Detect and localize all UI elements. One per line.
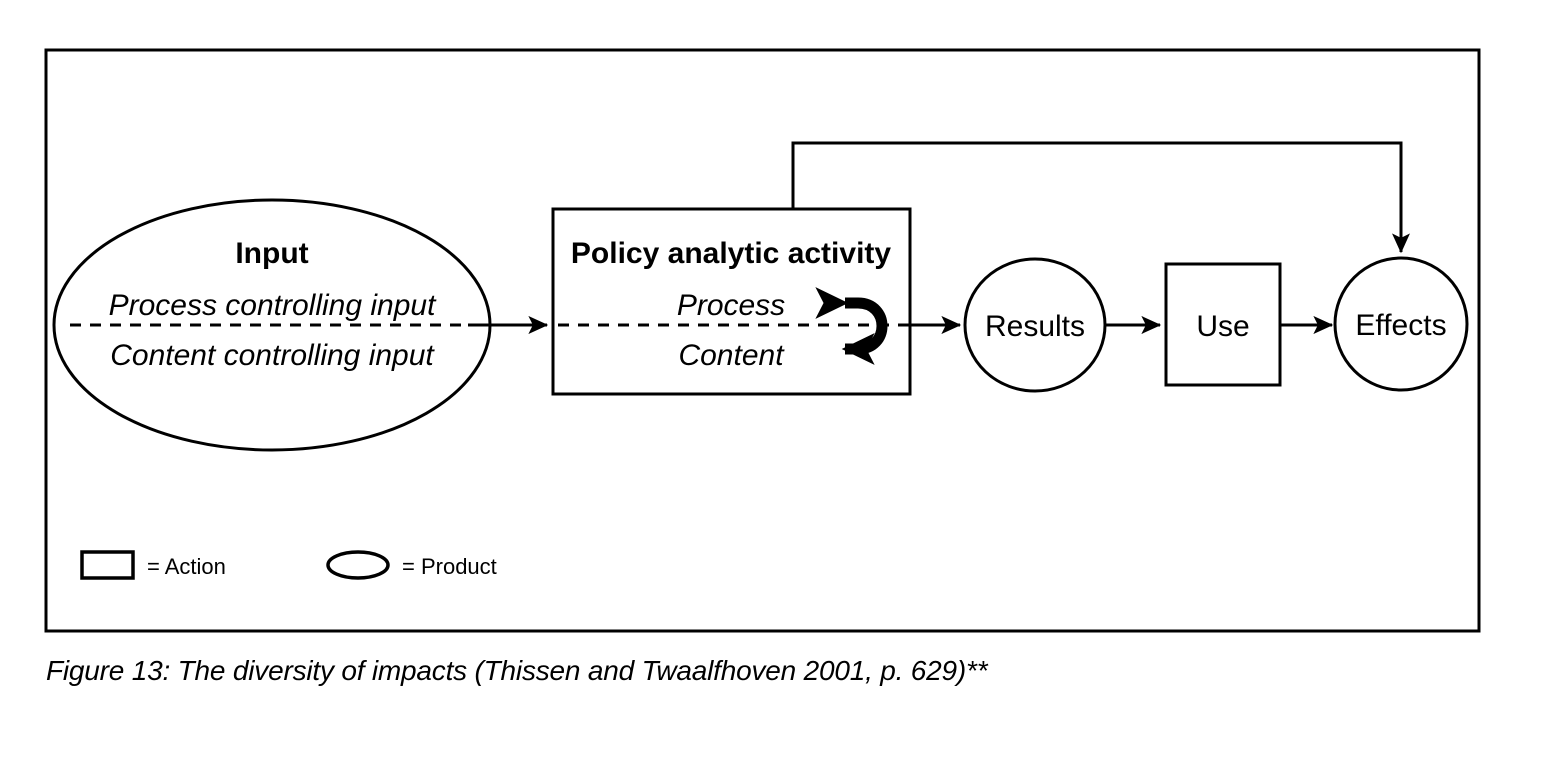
node-policy-analytic-activity[interactable]: Policy analytic activity Process Content (551, 207, 912, 396)
policy-activity-content-label: Content (678, 339, 785, 372)
input-process-label: Process controlling input (109, 289, 438, 322)
legend-action-label: = Action (147, 554, 226, 579)
use-label: Use (1196, 310, 1249, 343)
legend-ellipse-icon (326, 550, 390, 580)
input-content-label: Content controlling input (110, 339, 435, 372)
figure-caption: Figure 13: The diversity of impacts (Thi… (46, 655, 988, 686)
effects-circle-shape (1333, 256, 1469, 392)
edge-policy-to-effects-feedback (791, 141, 1411, 254)
node-input[interactable]: Input Process controlling input Content … (52, 198, 492, 452)
legend-item-product: = Product (326, 550, 497, 580)
node-effects[interactable]: Effects (1333, 256, 1469, 392)
input-title: Input (235, 237, 308, 270)
legend-item-action: = Action (80, 550, 226, 580)
legend: = Action = Product (80, 550, 497, 580)
internal-process-content-loop (815, 287, 888, 365)
policy-activity-process-label: Process (677, 289, 785, 322)
effects-label: Effects (1355, 309, 1446, 342)
results-label: Results (985, 310, 1085, 343)
policy-activity-title: Policy analytic activity (571, 237, 891, 270)
node-use[interactable]: Use (1164, 262, 1282, 387)
legend-rectangle-icon (80, 550, 135, 580)
legend-product-label: = Product (402, 554, 497, 579)
node-results[interactable]: Results (963, 257, 1107, 393)
